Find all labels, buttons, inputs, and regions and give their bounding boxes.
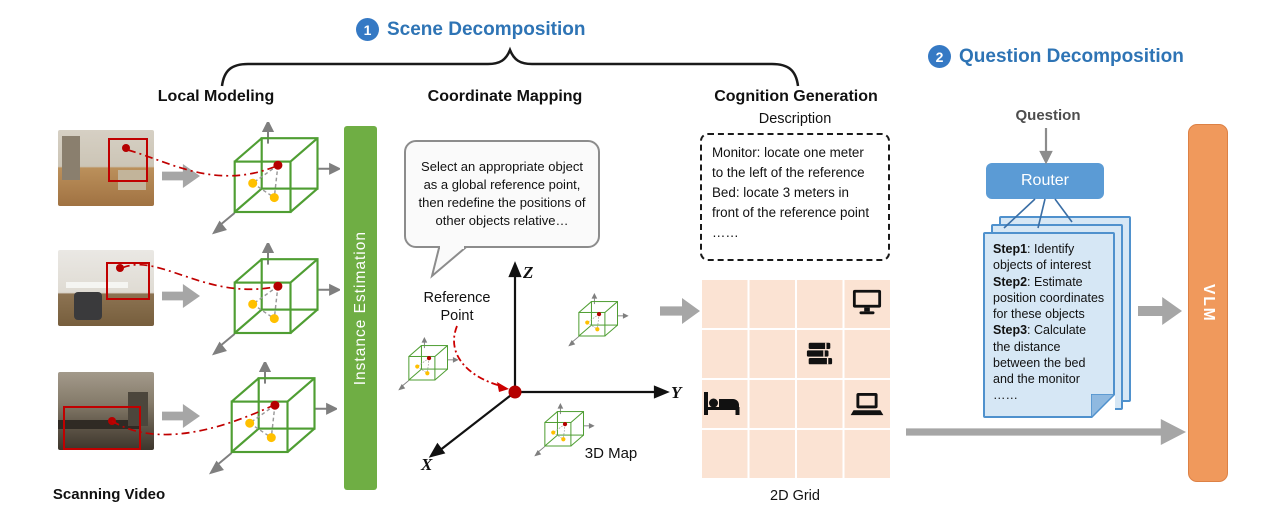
question-arrow <box>1039 128 1053 165</box>
reference-arrowhead <box>497 382 509 392</box>
object-cube-3 <box>209 362 337 474</box>
scene-to-vlm-arrow <box>906 419 1186 445</box>
scene-number-badge: 1 <box>356 18 379 41</box>
description-line-2: Bed: locate 3 meters in front of the ref… <box>712 185 870 221</box>
laptop-icon <box>850 392 884 416</box>
axis-z-label: Z <box>522 263 533 282</box>
scene-decomposition-header: 1 Scene Decomposition <box>356 18 586 41</box>
axis-x-arrowhead <box>428 442 446 458</box>
bed-icon <box>704 392 740 415</box>
map-label: 3D Map <box>585 445 638 462</box>
question-number-badge: 2 <box>928 45 951 68</box>
step-3-label: Step3 <box>993 323 1028 338</box>
axis-z-arrowhead <box>508 261 522 278</box>
scan-frame-1 <box>58 130 154 206</box>
object-cube-2 <box>212 243 340 355</box>
detection-point-1 <box>122 144 130 152</box>
photo-detail <box>62 136 80 180</box>
photo-detail <box>74 292 102 320</box>
column-header-cognition-generation: Cognition Generation <box>714 88 878 105</box>
monitor-icon <box>852 289 882 315</box>
books-icon <box>806 342 833 365</box>
prompt-bubble-text: Select an appropriate object as a global… <box>418 159 586 228</box>
vlm-label: VLM <box>1200 283 1217 323</box>
photo-detail <box>66 282 128 288</box>
coordinate-axes <box>428 261 670 458</box>
reference-point-label-line1: Reference <box>424 290 491 306</box>
prompt-bubble: Select an appropriate object as a global… <box>404 140 600 248</box>
router-button: Router <box>986 163 1104 199</box>
description-line-3: …… <box>712 225 739 241</box>
prompt-bubble-tail <box>430 246 468 279</box>
object-cube-1 <box>212 122 340 234</box>
step-2-text: : Estimate position coordinates for thes… <box>993 274 1105 322</box>
reference-arrow <box>453 325 502 387</box>
flow-arrow-2 <box>162 284 200 308</box>
axis-x-label: X <box>420 455 433 474</box>
instance-estimation-label: Instance Estimation <box>351 230 369 386</box>
axis-y-label: Y <box>671 383 683 402</box>
scan-frame-2 <box>58 250 154 326</box>
column-header-coordinate-mapping: Coordinate Mapping <box>427 88 583 105</box>
occupancy-grid <box>700 278 890 478</box>
reference-origin-point <box>508 385 522 399</box>
steps-ellipsis: …… <box>993 388 1018 403</box>
question-label: Question <box>1015 107 1081 124</box>
question-title: Question Decomposition <box>959 45 1184 67</box>
step-1-label: Step1 <box>993 242 1028 256</box>
question-decomposition-header: 2 Question Decomposition <box>928 45 1184 68</box>
scene-brace <box>220 46 800 87</box>
scene-title: Scene Decomposition <box>387 18 586 40</box>
router-label: Router <box>1020 172 1070 189</box>
steps-text: Step1: Identify objects of interest Step… <box>985 234 1113 411</box>
step-line-3: Step3: Calculate the distance between th… <box>993 322 1105 387</box>
instance-estimation-bar: Instance Estimation <box>344 126 377 490</box>
coordinate-map: Z Y X Reference Point 3D Map <box>398 261 683 474</box>
flow-arrow-3 <box>162 404 200 428</box>
map-cube-1 <box>398 337 459 391</box>
steps-to-vlm-arrow <box>1138 297 1182 325</box>
reference-point-label-line2: Point <box>440 308 473 324</box>
step-line-2: Step2: Estimate position coordinates for… <box>993 274 1105 323</box>
detection-box-3 <box>63 406 141 450</box>
scanning-video-label: Scanning Video <box>52 486 166 503</box>
step-line-1: Step1: Identify objects of interest <box>993 241 1105 274</box>
description-box: Monitor: locate one meter to the left of… <box>700 133 890 261</box>
axis-y-arrowhead <box>653 385 670 399</box>
map-cube-2 <box>568 293 629 347</box>
detection-point-3 <box>108 417 116 425</box>
steps-card: Step1: Identify objects of interest Step… <box>983 232 1115 418</box>
card-fold-icon <box>1091 394 1115 418</box>
flow-arrow-1 <box>162 164 200 188</box>
step-3-text: : Calculate the distance between the bed… <box>993 323 1087 386</box>
photo-detail <box>58 420 140 429</box>
grid-label: 2D Grid <box>770 488 820 504</box>
column-header-local-modeling: Local Modeling <box>157 88 275 105</box>
description-line-1: Monitor: locate one meter to the left of… <box>712 145 865 181</box>
description-title: Description <box>758 111 832 127</box>
detection-point-2 <box>116 264 124 272</box>
vlm-bar: VLM <box>1188 124 1228 482</box>
scan-frame-3 <box>58 372 154 450</box>
detection-box-2 <box>106 262 150 300</box>
step-1-text: : Identify objects of interest <box>993 242 1091 273</box>
step-2-label: Step2 <box>993 274 1028 289</box>
